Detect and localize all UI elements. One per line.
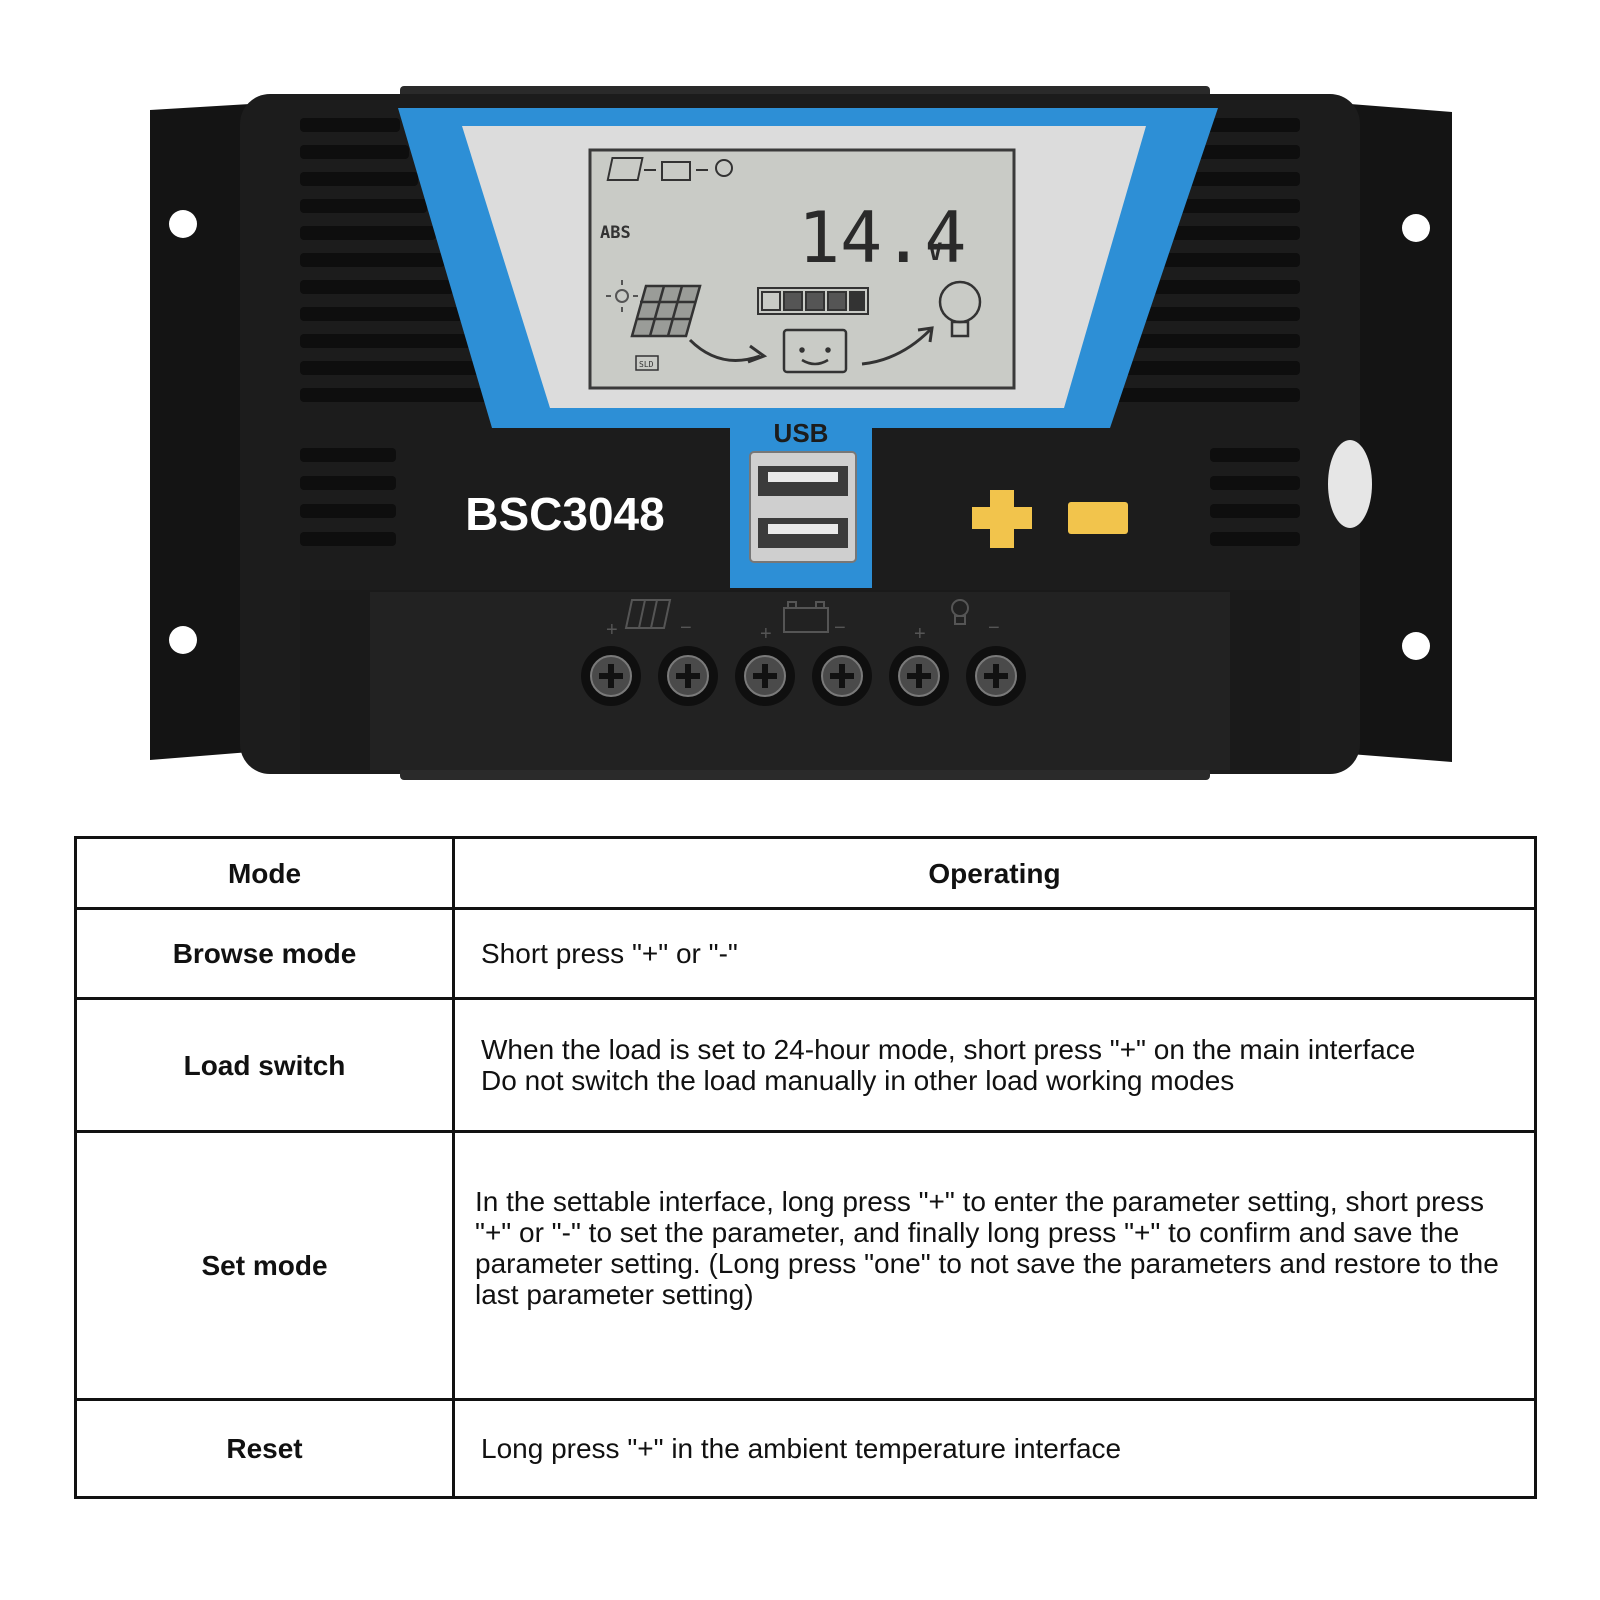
- vent-slot: [300, 532, 396, 546]
- operating-cell: Long press "+" in the ambient temperatur…: [452, 1398, 1537, 1499]
- mode-column-header: Mode: [74, 836, 455, 910]
- screw-terminals: [581, 646, 1026, 706]
- solar-charge-controller: ABS 14.4 V SLD USB: [150, 86, 1452, 780]
- mode-cell: Reset: [74, 1398, 455, 1499]
- battery-terminal-symbol: + −: [760, 601, 846, 645]
- svg-text:+: +: [760, 623, 772, 645]
- vent-slot: [1106, 388, 1300, 402]
- vent-slot: [300, 253, 445, 267]
- vent-slot: [300, 172, 418, 186]
- load-mode-label: SLD: [639, 360, 654, 369]
- case-bottom-edge: [400, 768, 1210, 780]
- solar-panel-icon: [630, 284, 702, 338]
- voltage-readout: 14.4: [798, 197, 967, 279]
- terminal-screw[interactable]: [966, 646, 1026, 706]
- battery-level-icon: [757, 287, 869, 315]
- vent-slot: [1142, 280, 1300, 294]
- vent-slot: [1151, 253, 1300, 267]
- operating-cell: Short press "+" or "-": [452, 907, 1537, 1000]
- vent-slot: [1210, 504, 1300, 518]
- mount-hole-bottom-left: [169, 626, 197, 654]
- svg-text:+: +: [914, 623, 926, 645]
- sun-icon: [606, 280, 638, 312]
- usb-port-bottom[interactable]: [758, 518, 848, 548]
- svg-text:−: −: [834, 617, 846, 639]
- vent-slot: [300, 145, 409, 159]
- discharging-arrow-icon: [861, 326, 934, 366]
- charging-arrow-icon: [688, 338, 768, 364]
- charge-stage-label: ABS: [600, 223, 631, 243]
- right-mounting-flange: [1350, 104, 1452, 762]
- vent-slot: [1133, 307, 1300, 321]
- vent-slot: [300, 199, 427, 213]
- vent-slot: [1160, 226, 1300, 240]
- table-row: Set mode In the settable interface, long…: [74, 1130, 1537, 1401]
- vent-slot: [300, 448, 396, 462]
- mount-hole-top-left: [169, 210, 197, 238]
- terminal-screw[interactable]: [581, 646, 641, 706]
- vent-slot: [1210, 476, 1300, 490]
- usb-port-top[interactable]: [758, 466, 848, 496]
- terminal-screw[interactable]: [658, 646, 718, 706]
- svg-text:−: −: [988, 617, 1000, 639]
- plus-button[interactable]: [972, 490, 1032, 548]
- mount-hole-bottom-right: [1402, 632, 1430, 660]
- solar-terminal-symbol: + −: [606, 599, 692, 641]
- terminal-screw[interactable]: [812, 646, 872, 706]
- vent-slot: [300, 280, 454, 294]
- table-row: Reset Long press "+" in the ambient temp…: [74, 1398, 1537, 1499]
- solar-battery-load-flow-icon: [606, 157, 733, 181]
- vent-slot: [300, 118, 400, 132]
- battery-happy-icon: [782, 328, 848, 374]
- vent-slot: [300, 504, 396, 518]
- vent-slot: [1178, 172, 1300, 186]
- vent-slot: [300, 476, 396, 490]
- voltage-unit: V: [928, 238, 942, 266]
- mode-cell: Load switch: [74, 997, 455, 1133]
- mount-hole-top-right: [1402, 214, 1430, 242]
- terminal-recess: [370, 592, 1230, 770]
- vent-slot: [1210, 532, 1300, 546]
- vent-slot: [300, 388, 490, 402]
- vent-slot: [300, 334, 472, 348]
- vent-slot: [1196, 118, 1300, 132]
- table-header-row: Mode Operating: [74, 836, 1537, 910]
- table-row: Load switch When the load is set to 24-h…: [74, 997, 1537, 1133]
- vent-slot: [300, 226, 436, 240]
- vent-slot: [300, 361, 481, 375]
- usb-label: USB: [774, 418, 829, 448]
- vent-slot: [1169, 199, 1300, 213]
- operating-cell: When the load is set to 24-hour mode, sh…: [452, 997, 1537, 1133]
- table-row: Browse mode Short press "+" or "-": [74, 907, 1537, 1000]
- vent-slot: [1187, 145, 1300, 159]
- operating-cell: In the settable interface, long press "+…: [452, 1130, 1537, 1401]
- svg-text:−: −: [680, 617, 692, 639]
- bulb-icon: [938, 280, 982, 338]
- model-label: BSC3048: [465, 488, 664, 540]
- qc-sticker: [1328, 440, 1372, 528]
- vent-slot: [1210, 448, 1300, 462]
- mode-cell: Browse mode: [74, 907, 455, 1000]
- terminal-screw[interactable]: [889, 646, 949, 706]
- terminal-screw[interactable]: [735, 646, 795, 706]
- svg-text:+: +: [606, 619, 618, 641]
- load-terminal-symbol: + −: [914, 599, 1000, 645]
- minus-button[interactable]: [1068, 502, 1128, 534]
- load-mode-indicator: SLD: [635, 355, 659, 371]
- cooling-vents: [300, 118, 1300, 546]
- mode-cell: Set mode: [74, 1130, 455, 1401]
- operating-column-header: Operating: [452, 836, 1537, 910]
- vent-slot: [300, 307, 463, 321]
- vent-slot: [1115, 361, 1300, 375]
- vent-slot: [1124, 334, 1300, 348]
- mode-table: Mode Operating Browse mode Short press "…: [74, 836, 1537, 1499]
- left-mounting-flange: [150, 104, 250, 760]
